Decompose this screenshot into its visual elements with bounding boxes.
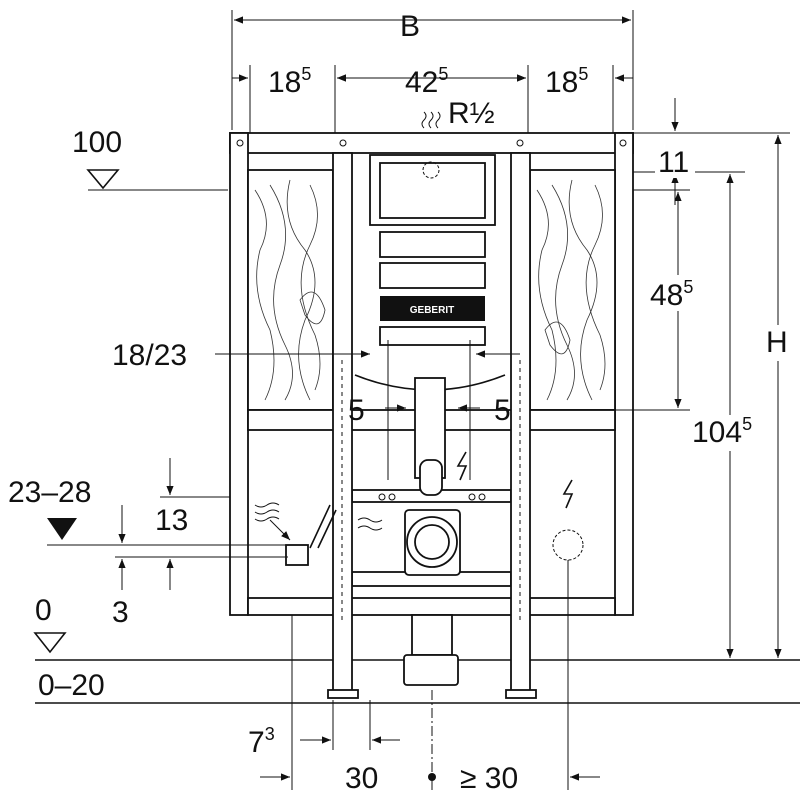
geberit-logo-plate [380,296,485,321]
dim-flush-width: 18/23 [112,339,187,372]
right-dimensions [615,98,790,658]
water-supply-fitting [285,544,309,566]
drain-level-label: 23–28 [8,476,91,509]
dim-height-h: H [766,326,788,359]
electrical-box [552,529,584,561]
dim-drain-tolerance: 3 [112,596,129,629]
water-wave-icon [421,111,441,129]
dim-right-side: 185 [545,64,588,99]
installation-frame: GEBERIT [229,132,634,699]
dim-left-side: 185 [268,64,311,99]
dim-gap-right: 5 [494,394,511,427]
dim-panel-height: 485 [650,277,693,312]
dimension-row-2 [232,65,633,150]
dim-leg-offset: 73 [248,724,275,759]
floor-level-label: 0 [35,594,52,627]
floor-range-label: 0–20 [38,669,105,702]
dim-min-distance: ≥ 30 [460,762,518,795]
dim-frame-height: 1045 [692,414,752,449]
water-connection-label: R½ [448,97,495,130]
dim-leg-width: 30 [345,762,378,795]
dim-b-label: B [400,10,420,43]
electric-icon [456,451,468,481]
dim-top-offset: 11 [658,146,689,179]
insulation-panel-right [529,169,616,411]
level-marker-open [86,169,120,190]
water-wave-icon [254,502,280,522]
dim-drain-offset: 13 [155,504,188,537]
water-wave-icon [357,517,383,531]
dim-gap-left: 5 [348,394,365,427]
geberit-logo: GEBERIT [410,305,454,316]
dim-center: 425 [405,64,448,99]
floor-level-marker [33,632,67,654]
level-100-label: 100 [72,126,122,159]
level-marker-filled [47,518,77,540]
insulation-panel-left [247,169,334,411]
dimension-b [231,10,634,130]
electric-icon [562,479,574,509]
